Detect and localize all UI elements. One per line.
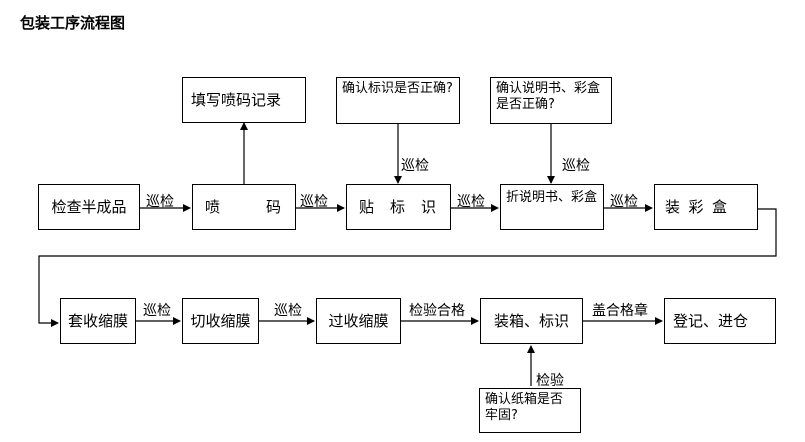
- label-patrol-row2-1: 巡检: [143, 303, 171, 319]
- label-patrol-4: 巡检: [610, 194, 638, 210]
- box-register-warehouse-label: 登记、进仓: [673, 312, 749, 330]
- label-patrol-vertical-manual: 巡检: [562, 158, 590, 174]
- box-check-carton: 确认纸箱是否牢固?: [479, 388, 581, 433]
- box-inkjet-code-char-2: 码: [265, 198, 281, 216]
- box-apply-label-char-1: 贴: [359, 198, 375, 216]
- box-carton-and-label: 装箱、标识: [480, 298, 583, 344]
- box-fill-inkjet-record: 填写喷码记录: [182, 77, 306, 123]
- arrow-pack-to-shrink: [38, 208, 777, 327]
- box-apply-shrink-film: 套收缩膜: [60, 298, 136, 344]
- label-stamp-qualified: 盖合格章: [592, 303, 648, 319]
- label-patrol-vertical-label: 巡检: [401, 158, 429, 174]
- box-apply-label-char-3: 识: [420, 198, 436, 216]
- box-apply-label: 贴 标 识: [346, 184, 451, 230]
- box-apply-shrink-film-label: 套收缩膜: [67, 312, 128, 330]
- box-apply-label-char-2: 标: [389, 198, 405, 216]
- label-patrol-1: 巡检: [146, 194, 174, 210]
- box-pass-shrink-tunnel-label: 过收缩膜: [328, 312, 389, 330]
- label-inspection-carton: 检验: [536, 373, 564, 389]
- page-title: 包装工序流程图: [20, 14, 126, 32]
- box-pack-color-box-char-2: 彩: [688, 198, 704, 216]
- box-fill-inkjet-record-label: 填写喷码记录: [191, 91, 282, 109]
- box-carton-and-label-text: 装箱、标识: [493, 312, 569, 330]
- box-check-label-text: 确认标识是否正确?: [342, 81, 453, 96]
- box-check-label: 确认标识是否正确?: [336, 77, 460, 124]
- box-pack-color-box-char-1: 装: [665, 198, 681, 216]
- label-patrol-3: 巡检: [457, 194, 485, 210]
- box-cut-shrink-film-label: 切收缩膜: [190, 312, 251, 330]
- box-inspect-semi-finished: 检查半成品: [38, 184, 140, 230]
- box-register-warehouse: 登记、进仓: [664, 298, 776, 344]
- box-check-manual-text: 确认说明书、彩盒是否正确?: [496, 81, 601, 112]
- label-patrol-row2-2: 巡检: [274, 303, 302, 319]
- box-cut-shrink-film: 切收缩膜: [182, 298, 259, 344]
- box-check-manual: 确认说明书、彩盒是否正确?: [490, 77, 612, 124]
- box-inkjet-code: 喷 码: [192, 184, 296, 230]
- label-inspection-passed: 检验合格: [409, 303, 465, 319]
- box-fold-manual: 折说明书、彩盒: [500, 184, 604, 230]
- box-check-carton-text: 确认纸箱是否牢固?: [485, 392, 564, 423]
- box-fold-manual-text: 折说明书、彩盒: [506, 190, 598, 205]
- box-pack-color-box: 装 彩 盒: [654, 184, 758, 230]
- box-pack-color-box-char-3: 盒: [711, 198, 727, 216]
- label-patrol-2: 巡检: [300, 194, 328, 210]
- box-pass-shrink-tunnel: 过收缩膜: [316, 298, 401, 344]
- box-inspect-semi-finished-label: 检查半成品: [51, 198, 127, 216]
- box-inkjet-code-char-1: 喷: [205, 198, 221, 216]
